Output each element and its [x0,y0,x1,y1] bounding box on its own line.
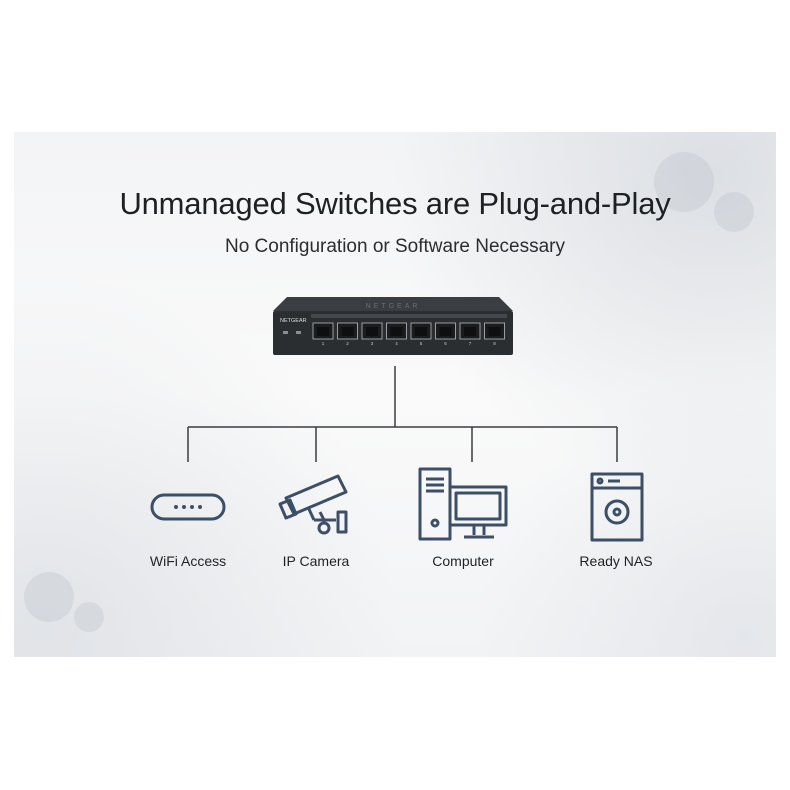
decorative-dot [24,572,74,622]
ethernet-port-socket [317,327,329,336]
ip-camera-icon [278,474,348,535]
switch-brand-front: NETGEAR [280,318,307,324]
port-number: 6 [444,341,447,346]
ethernet-port-socket [464,327,476,336]
port-label-strip [311,314,507,318]
wifi-access-point-icon [150,493,226,521]
nas-icon [590,472,644,542]
port-number: 4 [395,341,398,346]
computer-icon [418,467,508,541]
ethernet-port-socket [366,327,378,336]
network-switch: NETGEAR NETGEAR 1 2 3 4 5 6 7 8 [273,297,513,355]
background-panel [14,132,776,657]
device-label-camera: IP Camera [282,553,350,569]
activity-led [296,331,301,334]
port-row: 1 2 3 4 5 6 7 8 [312,322,505,346]
decorative-dot [74,602,104,632]
ethernet-port-socket [415,327,427,336]
port-number: 2 [346,341,349,346]
ethernet-port-socket [488,327,501,336]
switch-top-face [273,297,513,311]
port-number: 7 [469,341,472,346]
switch-brand-top: NETGEAR [366,303,421,310]
device-label-nas: Ready NAS [579,553,653,569]
port-number: 8 [493,341,496,346]
port-number: 3 [371,341,374,346]
port-number: 5 [420,341,423,346]
ethernet-port-socket [439,327,452,336]
power-led [283,331,288,334]
ethernet-port-socket [390,327,403,336]
device-label-computer: Computer [432,553,494,569]
page-title: Unmanaged Switches are Plug-and-Play [119,186,671,221]
device-label-wifi: WiFi Access [149,553,227,569]
port-number: 1 [322,341,325,346]
decorative-dot [714,192,754,232]
decorative-dot [654,152,714,212]
ethernet-port-socket [341,327,354,336]
page-subtitle: No Configuration or Software Necessary [224,236,566,257]
